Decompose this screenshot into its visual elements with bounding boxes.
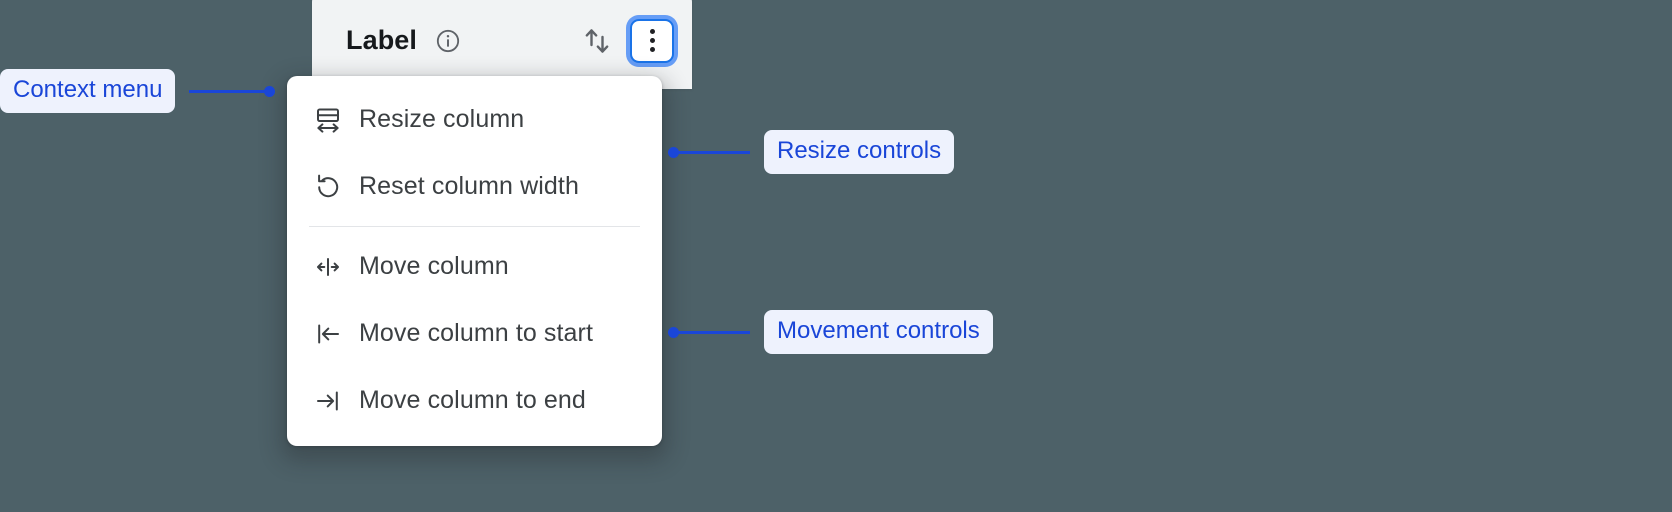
annotation-label: Movement controls — [764, 310, 993, 354]
menu-item-label: Move column to start — [359, 319, 594, 347]
annotation-label: Context menu — [0, 69, 176, 113]
annotation-anchor-dot — [668, 326, 679, 338]
move-column-icon — [311, 250, 345, 284]
menu-item-label: Resize column — [359, 105, 525, 133]
column-header-panel: Label — [312, 0, 692, 89]
column-header-label: Label — [346, 25, 418, 55]
menu-separator — [309, 226, 640, 227]
menu-item-resize-column[interactable]: Resize column — [287, 86, 662, 153]
menu-item-move-column-to-end[interactable]: Move column to end — [287, 367, 662, 434]
annotation-leader-line — [678, 330, 750, 334]
annotation-context-menu: Context menu — [0, 69, 276, 113]
menu-item-label: Reset column width — [359, 172, 579, 200]
menu-item-move-column[interactable]: Move column — [287, 233, 662, 300]
column-context-menu: Resize column Reset column width — [287, 76, 662, 446]
annotation-leader-line — [189, 89, 266, 93]
move-to-start-icon — [311, 317, 345, 351]
menu-item-reset-column-width[interactable]: Reset column width — [287, 153, 662, 220]
annotation-leader-line — [678, 150, 750, 154]
annotation-label: Resize controls — [764, 130, 955, 174]
annotation-movement-controls: Movement controls — [668, 310, 993, 354]
kebab-dot-3 — [649, 47, 655, 52]
sort-updown-icon[interactable] — [580, 24, 614, 58]
annotation-anchor-dot — [668, 146, 679, 158]
info-circle-icon[interactable] — [435, 28, 461, 54]
column-menu-button[interactable] — [630, 18, 674, 63]
resize-column-icon — [311, 103, 345, 137]
kebab-dot-2 — [649, 38, 655, 43]
kebab-dot-1 — [649, 29, 655, 34]
menu-item-label: Move column — [359, 252, 509, 280]
menu-item-move-column-to-start[interactable]: Move column to start — [287, 300, 662, 367]
annotation-anchor-dot — [264, 85, 276, 97]
menu-item-label: Move column to end — [359, 386, 586, 414]
annotation-resize-controls: Resize controls — [668, 130, 955, 174]
reset-width-icon — [311, 170, 345, 204]
move-to-end-icon — [311, 384, 345, 418]
